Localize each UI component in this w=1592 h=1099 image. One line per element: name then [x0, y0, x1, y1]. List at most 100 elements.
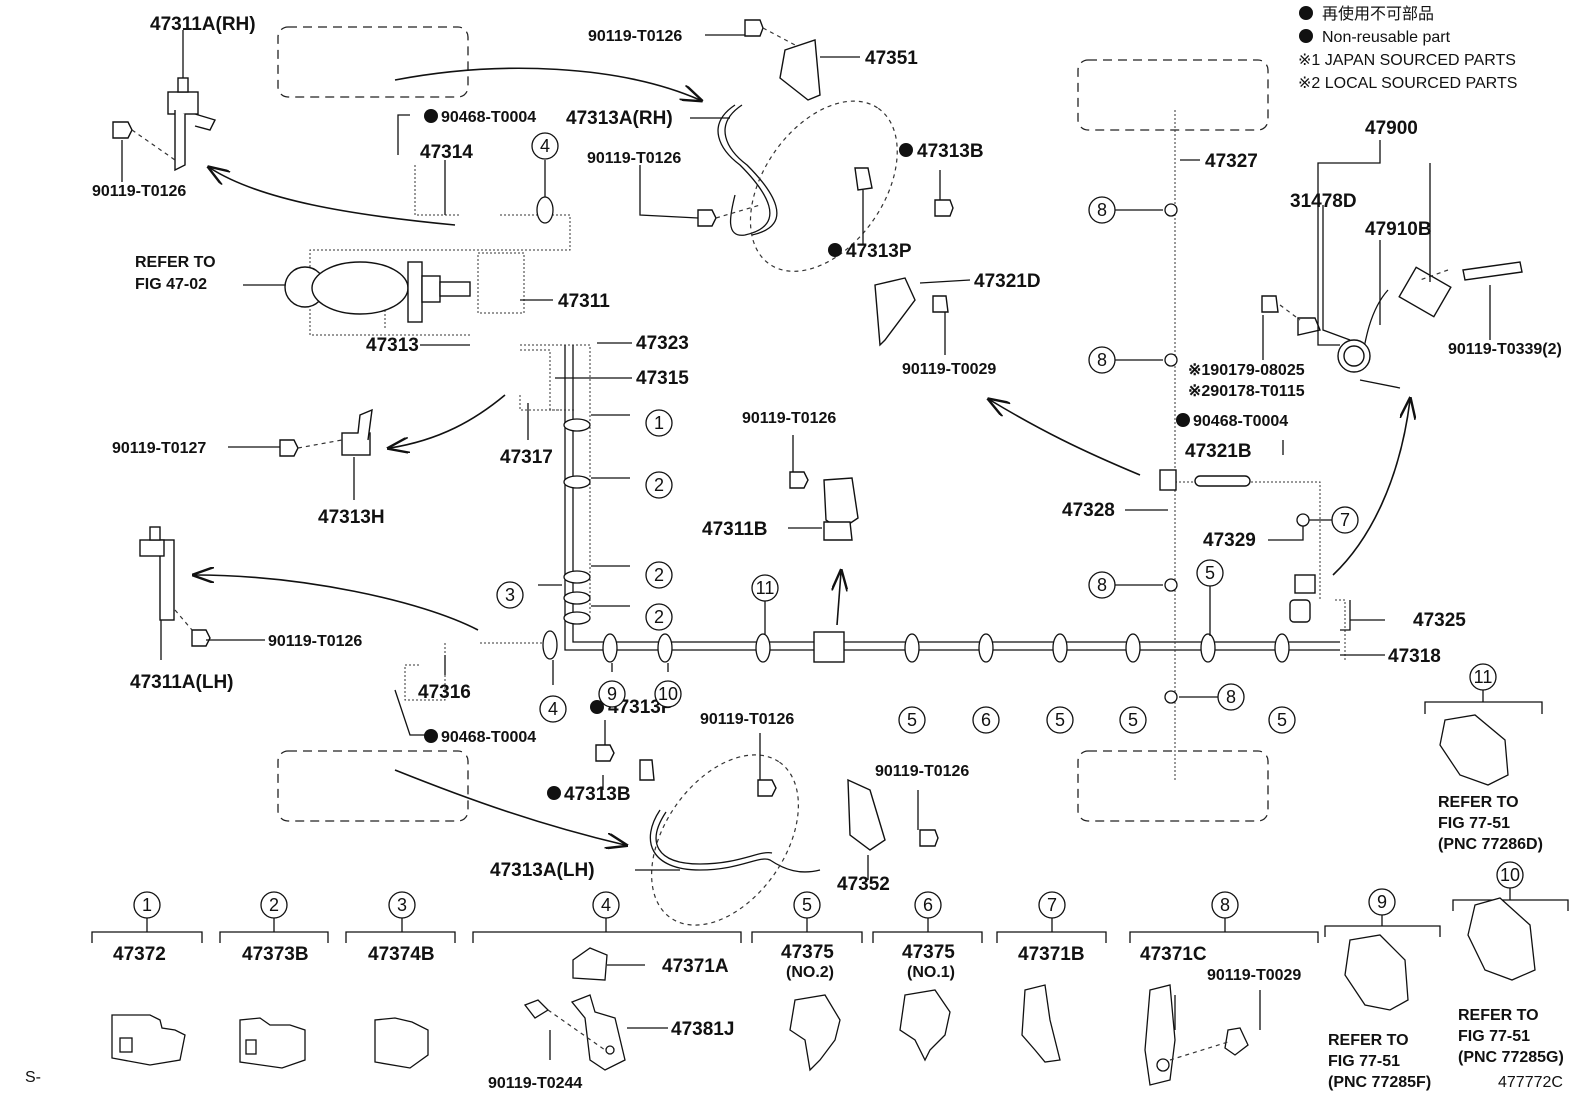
label-31478D: 31478D [1290, 191, 1357, 212]
callout-2: 2 [645, 603, 673, 631]
label-90119-T0126-b: 90119-T0126 [587, 150, 681, 167]
label-47315: 47315 [636, 368, 689, 389]
label-90119-T0126-c: 90119-T0126 [700, 711, 794, 728]
label-47329: 47329 [1203, 530, 1256, 551]
svg-text:8: 8 [1097, 200, 1107, 220]
callout-2: 2 [645, 561, 673, 589]
label-47313A-LH: 47313A(LH) [490, 860, 595, 881]
brake-pipes [309, 110, 1346, 780]
svg-text:5: 5 [802, 895, 812, 915]
svg-text:(PNC 77285F): (PNC 77285F) [1328, 1074, 1431, 1091]
callout-6: 6 [972, 706, 1000, 734]
svg-text:4: 4 [601, 895, 611, 915]
callout-4: 4 [539, 695, 567, 723]
callout-4: 4 [531, 132, 559, 160]
label-47314: 47314 [420, 142, 473, 163]
callout-5: 5 [898, 706, 926, 734]
svg-text:2: 2 [654, 565, 664, 585]
label-refer-to: REFER TO [135, 254, 216, 271]
label-47327: 47327 [1205, 151, 1258, 172]
label-47316: 47316 [418, 682, 471, 703]
svg-text:47372: 47372 [113, 944, 166, 965]
label-90468-T0004-c: 90468-T0004 [441, 729, 536, 746]
label-47900: 47900 [1365, 118, 1418, 139]
svg-text:3: 3 [397, 895, 407, 915]
callout-2: 2 [645, 471, 673, 499]
label-47311A-RH: 47311A(RH) [150, 14, 256, 35]
label-47311A-LH: 47311A(LH) [130, 672, 234, 693]
svg-text:4: 4 [540, 136, 550, 156]
label-47313: 47313 [366, 335, 419, 356]
callout-8: 8 [1088, 196, 1116, 224]
label-47318: 47318 [1388, 646, 1441, 667]
svg-text:10: 10 [658, 684, 678, 704]
svg-text:10: 10 [1500, 865, 1520, 885]
callout-10: 10 [654, 680, 682, 708]
label-90119-T0029-clip8: 90119-T0029 [1207, 967, 1301, 984]
ref-item-11: 11 REFER TO FIG 77-51 (PNC 77286D) [1438, 663, 1543, 853]
svg-text:REFER TO: REFER TO [1328, 1032, 1409, 1049]
callout-8: 8 [1088, 571, 1116, 599]
svg-text:7: 7 [1047, 895, 1057, 915]
svg-text:5: 5 [907, 710, 917, 730]
wheel-zone-front-rh [277, 26, 469, 98]
callout-1: 1 [645, 409, 673, 437]
component-sketches [112, 19, 1523, 926]
svg-text:2: 2 [654, 475, 664, 495]
label-47351: 47351 [865, 48, 918, 69]
label-47313B-top: 47313B [917, 141, 984, 162]
svg-text:4: 4 [548, 699, 558, 719]
callout-9: 9 [598, 680, 626, 708]
label-47313P-top: 47313P [846, 241, 912, 262]
label-47910B: 47910B [1365, 219, 1432, 240]
master-cylinder [284, 252, 525, 323]
svg-text:2: 2 [269, 895, 279, 915]
wheel-zone-rear-rh [1077, 59, 1269, 131]
svg-text:5: 5 [1205, 563, 1215, 583]
callout-8: 8 [1217, 683, 1245, 711]
callout-8: 8 [1088, 346, 1116, 374]
svg-text:再使用不可部品: 再使用不可部品 [1322, 5, 1434, 23]
label-90119-T0339: 90119-T0339(2) [1448, 341, 1562, 358]
svg-text:※1 JAPAN SOURCED PARTS: ※1 JAPAN SOURCED PARTS [1298, 52, 1516, 69]
svg-text:(NO.2): (NO.2) [786, 964, 834, 981]
svg-text:3: 3 [505, 585, 515, 605]
svg-text:REFER TO: REFER TO [1458, 1007, 1539, 1024]
label-47317: 47317 [500, 447, 553, 468]
label-47313H: 47313H [318, 507, 385, 528]
label-47323: 47323 [636, 333, 689, 354]
label-47321D: 47321D [974, 271, 1041, 292]
label-90119-T0126-top: 90119-T0126 [588, 28, 682, 45]
svg-text:5: 5 [1128, 710, 1138, 730]
label-90119-T0029: 90119-T0029 [902, 361, 996, 378]
label-90119-T0244: 90119-T0244 [488, 1075, 582, 1092]
wheel-zone-rear-lh [1077, 750, 1269, 822]
svg-text:6: 6 [981, 710, 991, 730]
legend: 再使用不可部品 Non-reusable part ※1 JAPAN SOURC… [1298, 5, 1517, 92]
label-47311: 47311 [558, 291, 610, 312]
label-47352: 47352 [837, 874, 890, 895]
clip-item-7: 7 47371B [1018, 891, 1085, 965]
callout-5: 5 [1119, 706, 1147, 734]
callouts: 1 2 2 2 3 4 4 9 10 11 5 6 5 5 5 5 7 8 8 … [496, 132, 1359, 734]
svg-text:Non-reusable part: Non-reusable part [1322, 29, 1451, 46]
svg-text:(PNC 77285G): (PNC 77285G) [1458, 1049, 1564, 1066]
svg-text:FIG 77-51: FIG 77-51 [1438, 815, 1510, 832]
svg-text:1: 1 [142, 895, 152, 915]
ref-item-10: 10 REFER TO FIG 77-51 (PNC 77285G) [1458, 861, 1564, 1066]
part-labels: 47311A(RH) 90119-T0126 90468-T0004 47314… [92, 14, 1562, 895]
illustration-number: 477772C [1498, 1074, 1563, 1091]
label-47313A-RH: 47313A(RH) [566, 108, 673, 129]
label-90119-T0126-mid: 90119-T0126 [742, 410, 836, 427]
svg-text:6: 6 [923, 895, 933, 915]
label-90119-T0126-d: 90119-T0126 [875, 763, 969, 780]
svg-text:47371B: 47371B [1018, 944, 1085, 965]
label-190179-08025: ※190179-08025 [1188, 362, 1305, 379]
